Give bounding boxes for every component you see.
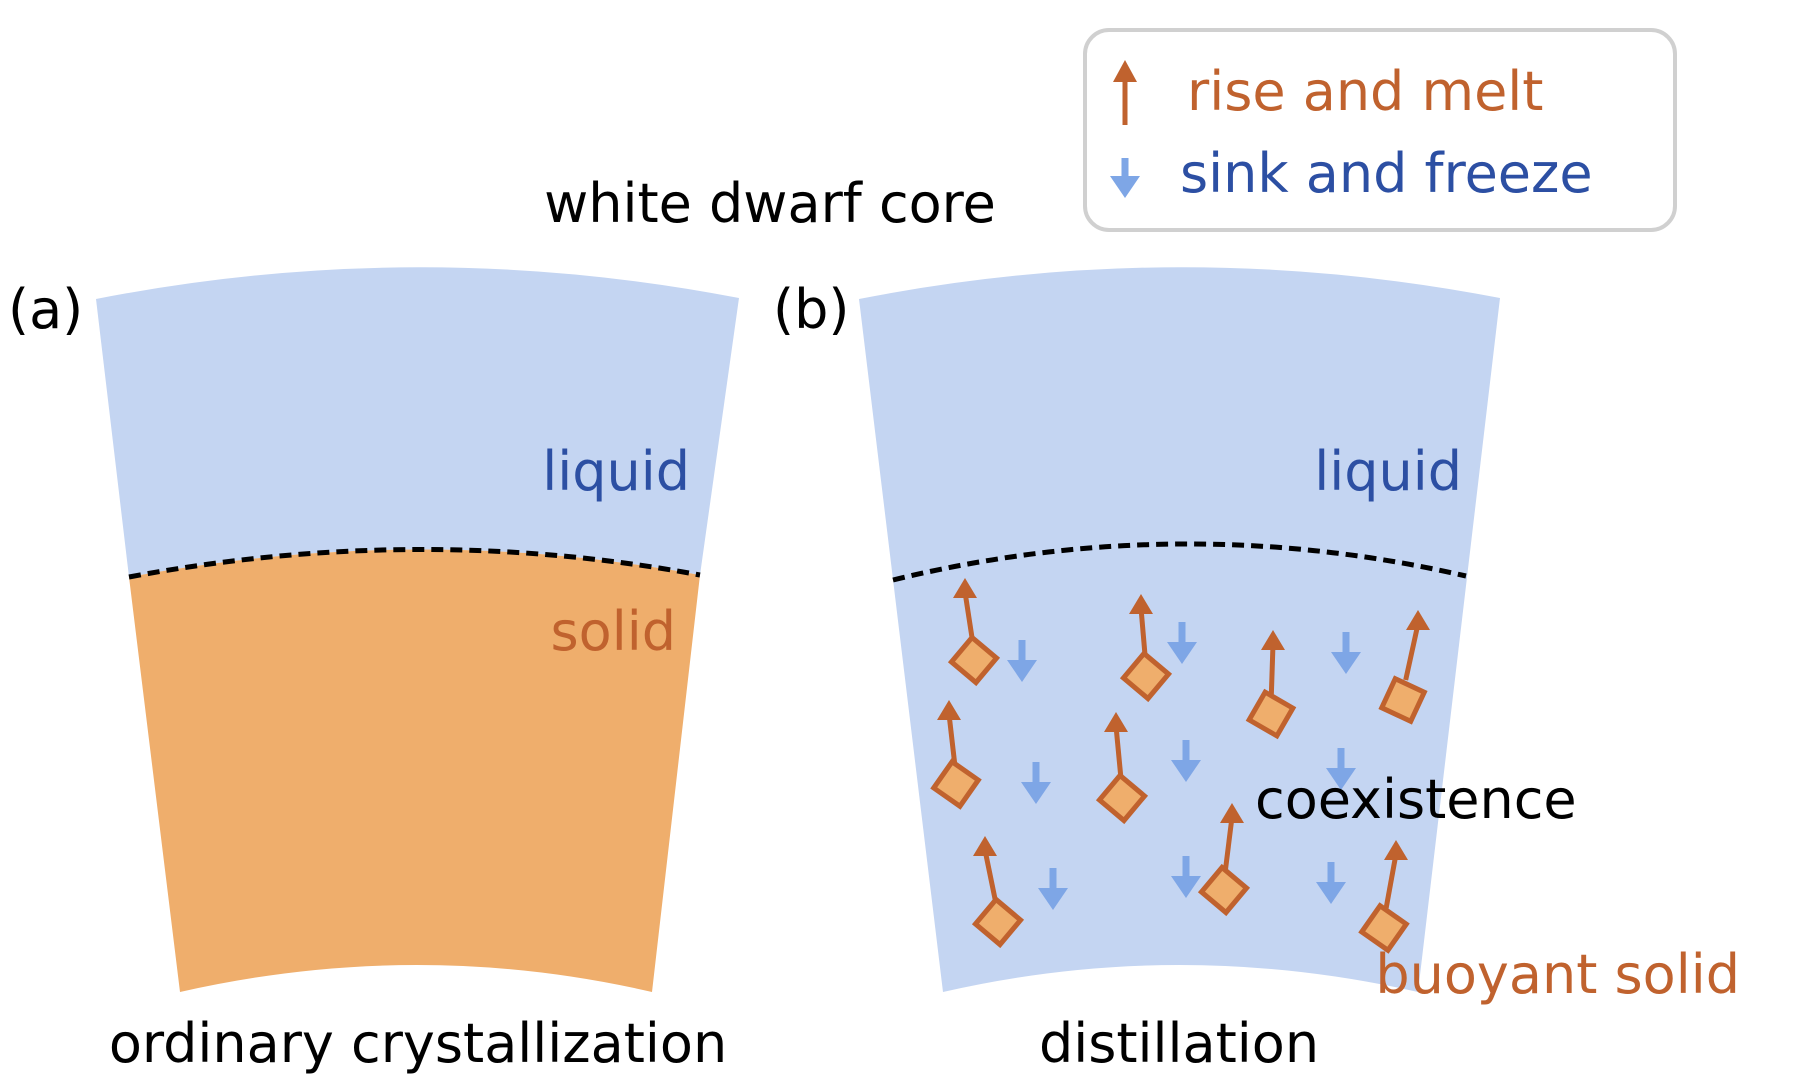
panel-a-liquid-label: liquid <box>542 440 690 503</box>
panel-b: (b) liquid coexistence buoyant solid dis… <box>773 267 1740 1075</box>
down-arrow-icon <box>1038 888 1068 910</box>
rise-arrow-shaft <box>1138 607 1148 657</box>
buoyant-solid-particle <box>971 895 1025 949</box>
panel-a-liquid-region <box>96 267 739 577</box>
down-arrow-icon <box>1167 642 1197 664</box>
down-arrow-icon <box>1171 760 1201 782</box>
panel-b-phase-boundary <box>892 541 1467 583</box>
panel-a-caption: ordinary crystallization <box>109 1012 727 1075</box>
buoyant-solid-particle <box>1197 863 1251 917</box>
panel-b-letter: (b) <box>773 278 849 341</box>
panel-a-solid-label: solid <box>551 600 676 663</box>
up-arrow-icon <box>1129 594 1153 614</box>
legend-label-rise: rise and melt <box>1187 60 1543 123</box>
buoyant-solid-particle <box>1245 688 1297 740</box>
legend-box <box>1083 28 1677 232</box>
down-arrow-icon <box>1021 782 1051 804</box>
down-arrow-icon <box>1007 660 1037 682</box>
down-arrow-icon <box>1331 652 1361 674</box>
particle-field <box>930 578 1430 954</box>
panel-a-phase-boundary <box>128 547 701 580</box>
panel-b-buoyant-solid-label: buoyant solid <box>1375 943 1740 1006</box>
panel-a: (a) liquid solid ordinary crystallizatio… <box>8 267 739 1075</box>
rise-arrow-shaft <box>1268 643 1276 695</box>
down-arrow-icon <box>1110 158 1140 198</box>
up-arrow-icon <box>1104 712 1128 732</box>
buoyant-solid-particle <box>1119 649 1173 703</box>
rise-arrow-shaft <box>1383 853 1399 909</box>
rise-arrow-shaft <box>962 591 975 641</box>
rise-arrow-shaft <box>1222 816 1235 871</box>
rise-arrow-shaft <box>982 849 999 903</box>
buoyant-solid-particle <box>1358 902 1410 954</box>
panel-b-liquid-label: liquid <box>1314 440 1462 503</box>
panel-a-letter: (a) <box>8 278 83 341</box>
up-arrow-icon <box>1220 803 1244 823</box>
up-arrow-icon <box>953 578 977 598</box>
buoyant-solid-particle <box>930 758 982 810</box>
down-arrow-icon <box>1326 768 1356 790</box>
up-arrow-icon <box>1261 630 1285 650</box>
buoyant-solid-particle <box>1095 771 1149 825</box>
up-arrow-icon <box>1384 840 1408 860</box>
legend-label-sink: sink and freeze <box>1180 142 1593 205</box>
up-arrow-icon <box>1113 60 1137 125</box>
rise-arrow-shaft <box>1403 623 1421 681</box>
up-arrow-icon <box>1406 610 1430 630</box>
legend: rise and melt sink and freeze <box>1083 28 1677 232</box>
buoyant-solid-particle <box>1378 675 1428 725</box>
panel-b-coexistence-label: coexistence <box>1255 768 1577 831</box>
down-arrow-icon <box>1316 882 1346 904</box>
up-arrow-icon <box>973 836 997 856</box>
down-arrow-icon <box>1171 876 1201 898</box>
rise-arrow-shaft <box>946 713 958 765</box>
diagram-title: white dwarf core <box>544 172 996 235</box>
up-arrow-icon <box>937 700 961 720</box>
panel-a-solid-region <box>129 549 700 992</box>
panel-b-caption: distillation <box>1039 1012 1319 1075</box>
rise-arrow-shaft <box>1113 725 1124 779</box>
buoyant-solid-particle <box>947 633 1001 687</box>
